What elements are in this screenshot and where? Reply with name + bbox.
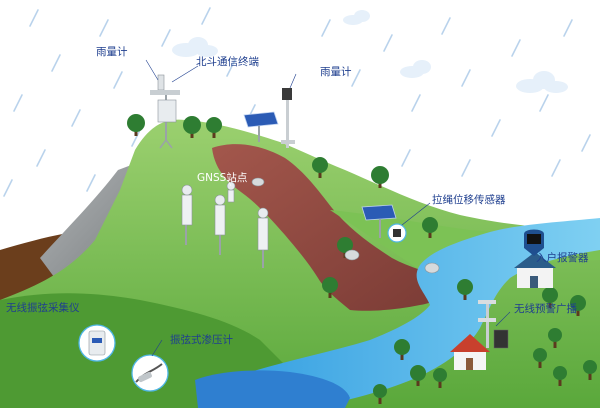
lake <box>195 370 350 408</box>
antenna-icon <box>478 300 511 349</box>
label-piezometer: 振弦式渗压计 <box>170 334 233 346</box>
collector-device <box>78 324 116 362</box>
solar-panel-icon <box>243 111 279 142</box>
label-collector: 无线振弦采集仪 <box>6 302 80 314</box>
label-rain-gauge-left: 雨量计 <box>96 46 128 58</box>
landslide-area <box>212 144 450 311</box>
label-gnss-station: GNSS站点 <box>197 172 248 184</box>
label-rain-gauge-right: 雨量计 <box>320 66 352 78</box>
solar-panel-icon <box>361 202 431 243</box>
label-warning-broadcast: 无线预警广播 <box>514 303 577 315</box>
river <box>200 218 600 408</box>
rain-icon <box>3 7 591 197</box>
gnss-stations <box>181 177 440 274</box>
label-home-alarm: 入户报警器 <box>536 252 589 264</box>
tree-icon <box>127 114 597 404</box>
label-beidou-terminal: 北斗通信终端 <box>196 56 259 68</box>
rain-gauge-pole <box>281 73 297 148</box>
house-icon <box>450 334 490 370</box>
piezometer-device <box>131 339 169 392</box>
label-wire-displacement-sensor: 拉绳位移传感器 <box>432 194 506 206</box>
house-icon <box>514 229 556 288</box>
cloud-icon <box>172 10 568 93</box>
rain-gauge-station <box>145 59 199 149</box>
